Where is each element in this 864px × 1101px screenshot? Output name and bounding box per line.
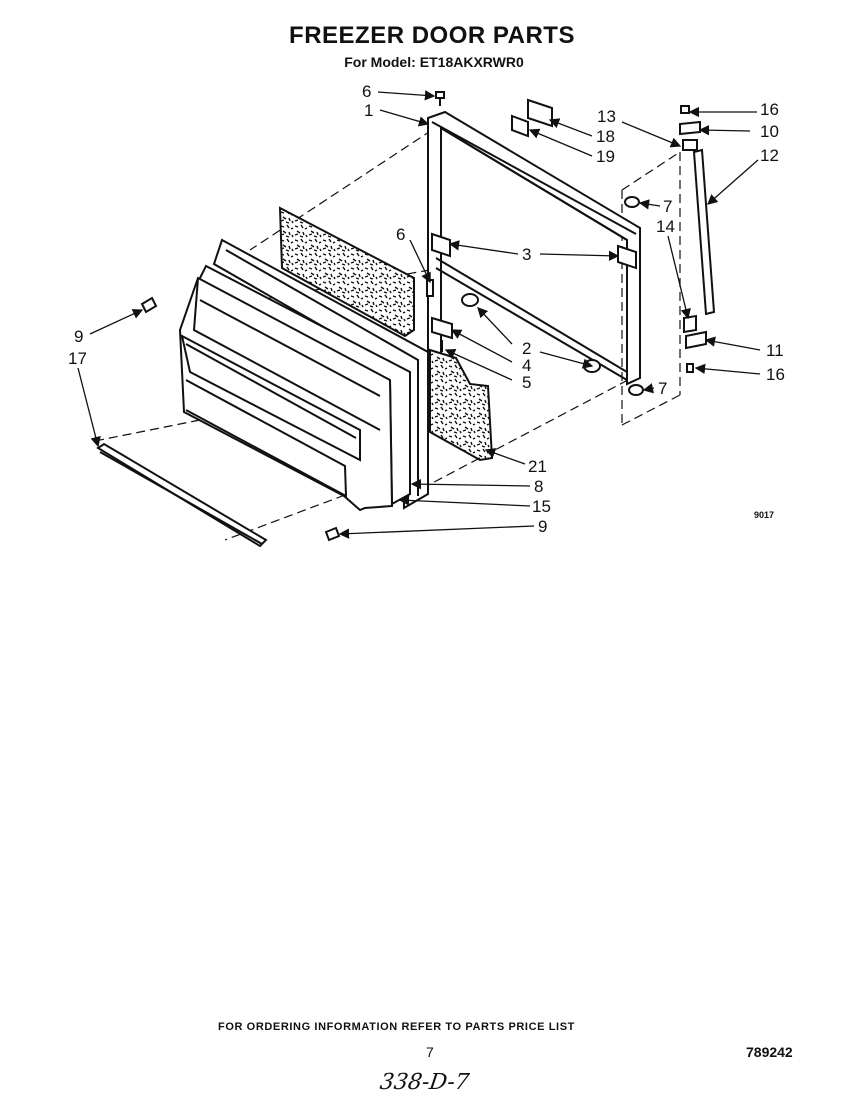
callout-7-top: 7	[663, 197, 672, 216]
callout-18: 18	[596, 127, 615, 146]
callout-5: 5	[522, 373, 531, 392]
plug-parts	[624, 196, 644, 396]
callout-4: 4	[522, 356, 531, 375]
handwritten-note: 338-D-7	[378, 1070, 471, 1095]
page-number: 7	[426, 1044, 434, 1060]
callout-16-top: 16	[760, 100, 779, 119]
model-prefix: For Model:	[344, 54, 416, 70]
callout-17: 17	[68, 349, 87, 368]
callout-6-top: 6	[362, 82, 371, 101]
callout-11: 11	[766, 341, 784, 360]
callout-9-left: 9	[74, 327, 83, 346]
model-number: ET18AKXRWR0	[419, 54, 524, 70]
model-line: For Model:ET18AKXRWR0	[0, 54, 864, 70]
document-number: 789242	[746, 1044, 793, 1060]
callout-8: 8	[534, 477, 543, 496]
callout-15: 15	[532, 497, 551, 516]
callout-14: 14	[656, 217, 675, 236]
callout-7-bottom: 7	[658, 379, 667, 398]
callout-labels: 6 1 13 16 18 10 19 12 7 14 6 3 9 2 17 4 …	[68, 82, 785, 536]
callout-13: 13	[597, 107, 616, 126]
callout-6-mid: 6	[396, 225, 405, 244]
callout-21: 21	[528, 457, 547, 476]
callout-2: 2	[522, 339, 531, 358]
callout-19: 19	[596, 147, 615, 166]
right-hinge-parts	[679, 120, 716, 350]
bracket-clip-parts	[511, 98, 553, 138]
callout-1: 1	[364, 101, 373, 120]
diagram-code: 9017	[754, 510, 774, 520]
callout-12: 12	[760, 146, 779, 165]
callout-9-bottom: 9	[538, 517, 547, 536]
bottom-trim-part	[96, 442, 268, 548]
door-liner-part	[178, 276, 394, 512]
hinge-bracket-parts	[431, 232, 637, 270]
callout-16-bottom: 16	[766, 365, 785, 384]
screw-parts	[140, 91, 694, 542]
ordering-info: FOR ORDERING INFORMATION REFER TO PARTS …	[218, 1021, 575, 1033]
callout-3: 3	[522, 245, 531, 264]
insulation-parts	[278, 206, 494, 462]
page-title: FREEZER DOOR PARTS	[289, 22, 575, 49]
callout-leader-lines	[77, 90, 761, 539]
callout-10: 10	[760, 122, 779, 141]
